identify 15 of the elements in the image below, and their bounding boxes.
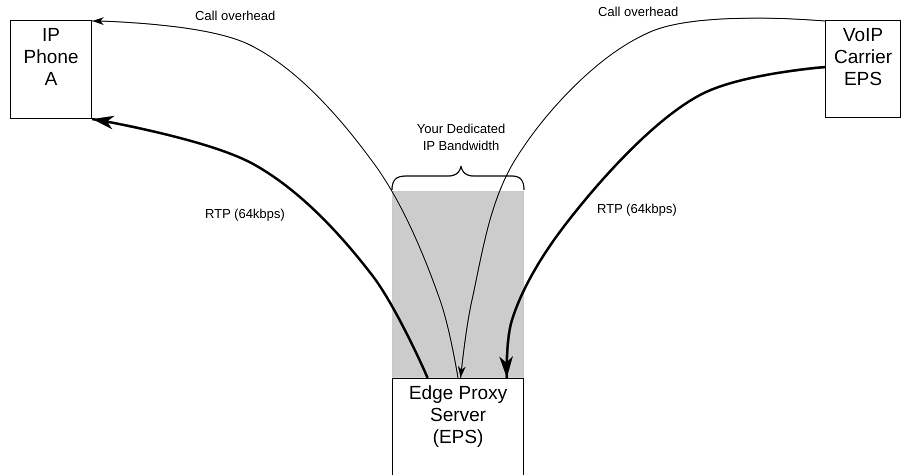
device-box xyxy=(825,20,901,118)
bandwidth-note: Your Dedicated IP Bandwidth xyxy=(416,120,506,154)
edge-label: RTP (64kbps) xyxy=(205,206,285,221)
edge-label: RTP (64kbps) xyxy=(597,201,677,216)
device-box xyxy=(392,378,524,475)
edge-label: Call overhead xyxy=(195,8,276,23)
arrow xyxy=(458,18,826,378)
arrow xyxy=(499,66,826,378)
arrow xyxy=(92,17,458,378)
edge-label: Call overhead xyxy=(598,4,678,19)
arrow xyxy=(92,116,429,379)
node-label: VoIP Carrier EPS xyxy=(832,24,894,91)
node-label: IP Phone A xyxy=(22,24,80,91)
device-box xyxy=(10,20,92,119)
node-label: Edge Proxy Server (EPS) xyxy=(408,382,508,449)
